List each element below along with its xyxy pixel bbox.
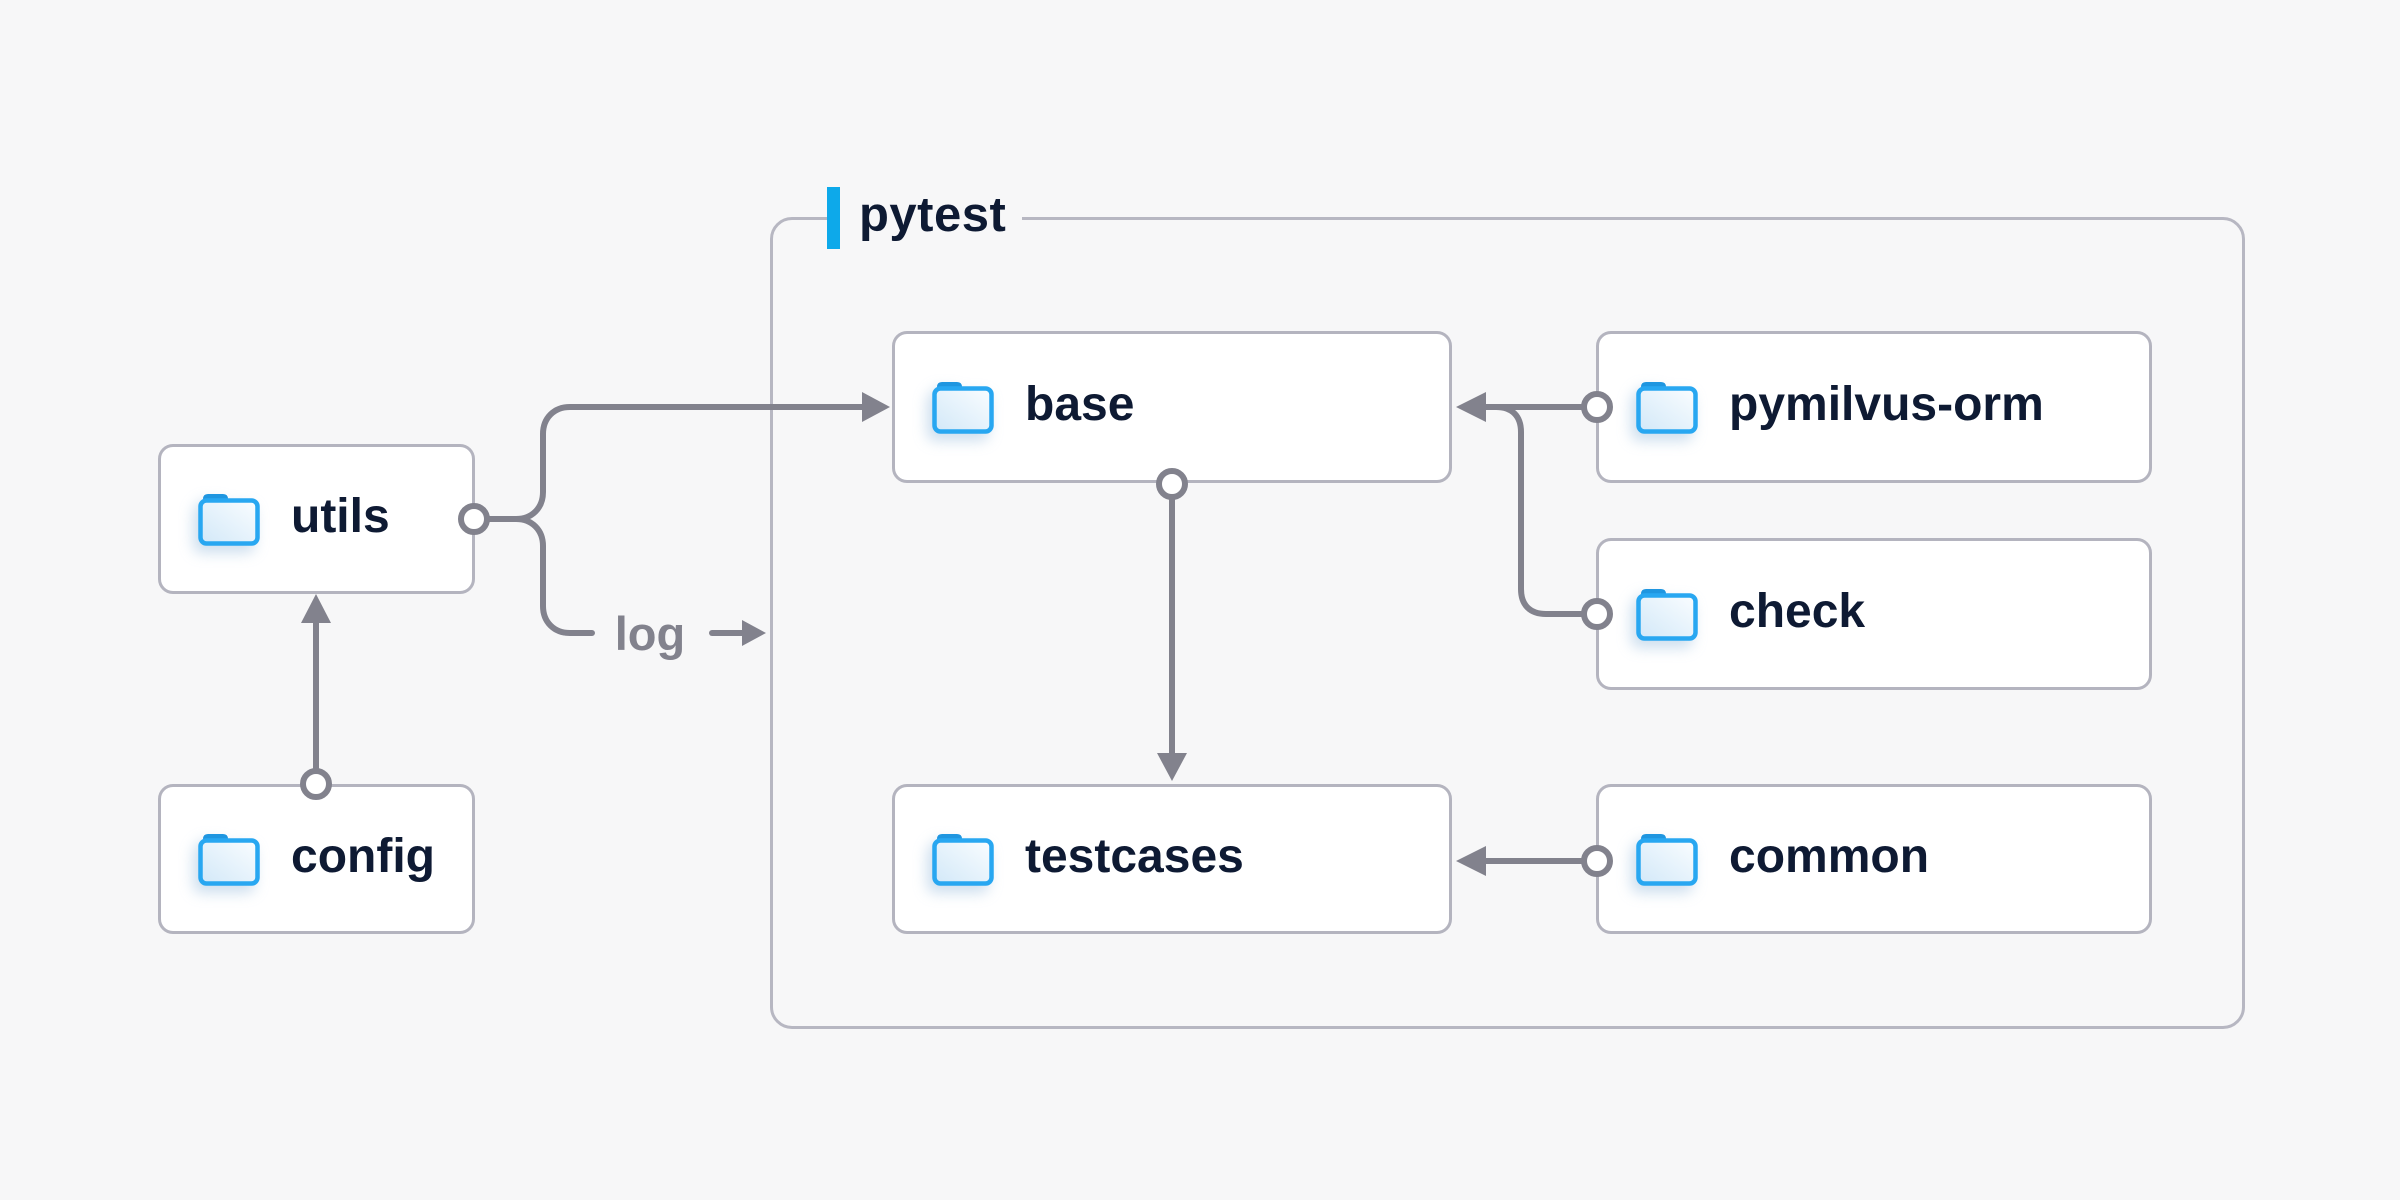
folder-body (198, 838, 260, 886)
edge-config-utils (300, 594, 332, 800)
folder-body (932, 838, 994, 886)
pytest-group-legend: pytest (827, 185, 1023, 251)
folder-body (1636, 838, 1698, 886)
node-pymilvus-orm: pymilvus-orm (1596, 331, 2152, 483)
node-label: testcases (1025, 830, 1244, 883)
node-label: common (1729, 830, 1930, 883)
folder-icon (931, 831, 995, 887)
folder-body (1636, 386, 1698, 434)
folder-icon (197, 491, 261, 547)
folder-body (198, 498, 260, 546)
folder-icon (931, 379, 995, 435)
folder-icon (1635, 586, 1699, 642)
node-utils: utils (158, 444, 475, 594)
node-label: config (291, 830, 435, 883)
folder-icon (1635, 831, 1699, 887)
node-label: check (1729, 585, 1866, 638)
accent-bar-icon (827, 187, 840, 249)
folder-body (932, 386, 994, 434)
arrowhead (742, 620, 766, 646)
folder-body (1636, 593, 1698, 641)
pytest-group-container: pytest (770, 185, 2245, 1029)
node-label: pymilvus-orm (1729, 378, 2044, 431)
node-config: config (158, 784, 475, 934)
folder-icon (1635, 379, 1699, 435)
node-check: check (1596, 538, 2152, 690)
node-testcases: testcases (892, 784, 1452, 934)
node-label: base (1025, 378, 1135, 431)
node-common: common (1596, 784, 2152, 934)
arrowhead (301, 594, 331, 623)
node-label: utils (291, 490, 390, 543)
folder-icon (197, 831, 261, 887)
edge-label-log: log (614, 606, 686, 660)
pytest-group-title: pytest (859, 187, 1007, 242)
node-base: base (892, 331, 1452, 483)
